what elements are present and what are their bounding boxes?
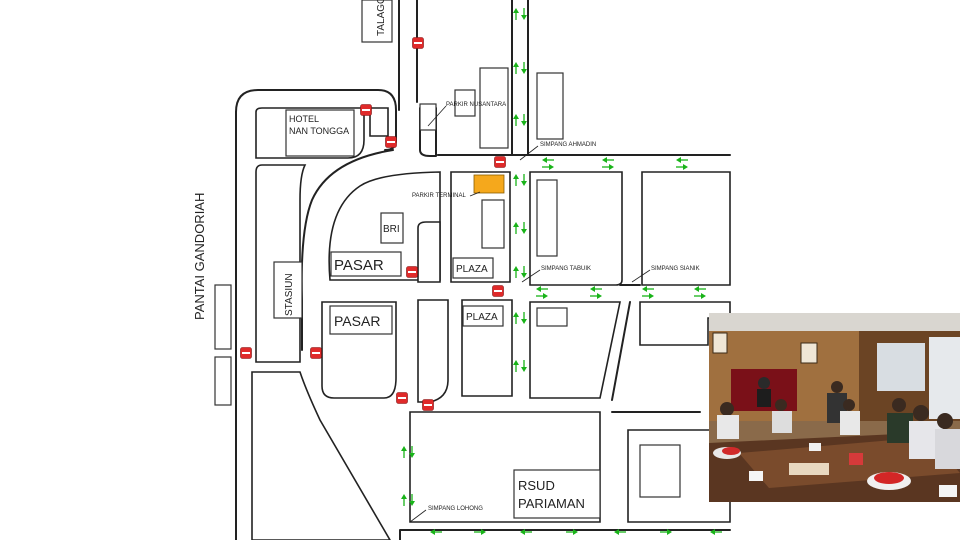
terminal-building — [481, 199, 505, 249]
plaza-bottom-label: PLAZA — [466, 312, 498, 323]
tabuik-building — [536, 179, 558, 257]
meeting-photo-drawing — [709, 313, 960, 502]
buildings — [214, 0, 681, 519]
small-building — [536, 307, 568, 327]
simpang-ahmadin-label: SIMPANG AHMADIN — [540, 142, 596, 148]
hotel-label-2: NAN TONGGA — [289, 126, 349, 136]
rsud-label-1: RSUD — [518, 478, 555, 493]
gandoriah-building-1 — [214, 284, 232, 350]
pasar-bottom-building — [329, 305, 393, 335]
talago-building — [361, 0, 393, 43]
ahmadin-building — [536, 72, 564, 140]
meeting-photo — [709, 313, 960, 502]
tall-building — [479, 67, 509, 149]
stasiun-building — [273, 261, 303, 319]
bri-building — [380, 212, 404, 244]
simpang-sianik-label: SIMPANG SIANIK — [651, 266, 700, 272]
plaza-top-label: PLAZA — [456, 264, 488, 275]
pantai-gandoriah-label: PANTAI GANDORIAH — [192, 193, 207, 320]
parkir-terminal-label: PARKIR TERMINAL — [412, 193, 466, 199]
plaza-top-building — [452, 257, 494, 279]
gandoriah-building-2 — [214, 356, 232, 406]
rsud-building — [513, 469, 601, 519]
bri-label: BRI — [383, 224, 400, 235]
parkir-nusantara-building — [454, 89, 476, 117]
parkir-nusantara-label: PARKIR NUSANTARA — [446, 102, 506, 108]
simpang-lohong-label: SIMPANG LOHONG — [428, 506, 483, 512]
east-building — [639, 444, 681, 498]
parkir-terminal-area — [473, 174, 505, 194]
talago-label: TALAGO — [376, 0, 387, 36]
stasiun-label: STASIUN — [284, 273, 295, 316]
pasar-bottom-label: PASAR — [334, 313, 380, 329]
hotel-building — [285, 109, 355, 157]
pasar-top-label: PASAR — [334, 257, 384, 274]
plaza-bottom-building — [462, 305, 504, 327]
pasar-top-building — [330, 251, 402, 277]
rsud-label-2: PARIAMAN — [518, 496, 585, 511]
callout-lines — [409, 105, 651, 523]
map-labels: TALAGO HOTEL NAN TONGGA PARKIR NUSANTARA… — [192, 0, 700, 512]
parkir-nusantara-booth — [419, 103, 437, 131]
simpang-tabuik-label: SIMPANG TABUIK — [541, 266, 591, 272]
hotel-label-1: HOTEL — [289, 114, 319, 124]
